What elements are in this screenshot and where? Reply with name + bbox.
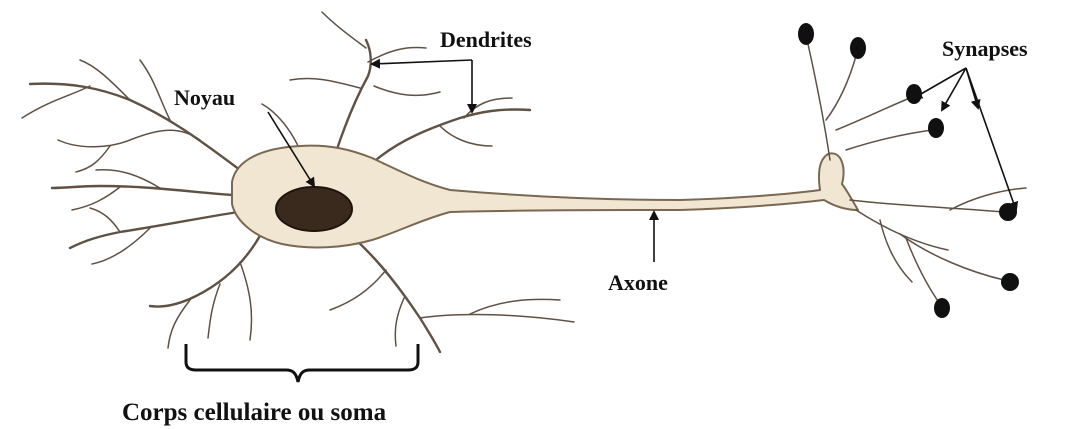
axone-label: Axone	[608, 270, 668, 295]
dendrite-branch	[168, 300, 190, 348]
dendrite-branch	[22, 86, 90, 118]
dendrite-branch	[368, 48, 426, 62]
dendrite-branch	[52, 186, 232, 195]
dendrite-branch	[376, 109, 530, 160]
dendrite-branch	[322, 12, 366, 48]
synaptic-knob	[850, 37, 866, 59]
dendrite-branch	[72, 187, 120, 210]
terminal-branch	[850, 200, 1004, 212]
dendrite-branch	[262, 104, 300, 150]
nucleus	[276, 187, 352, 231]
dendrite-branch	[470, 299, 560, 314]
dendrite-branch	[440, 126, 492, 146]
synaptic-knob	[798, 23, 814, 45]
dendrite-branch	[356, 240, 440, 352]
terminal-branch	[808, 44, 830, 160]
dendrite-branch	[330, 270, 386, 310]
terminal-branch	[846, 130, 932, 150]
dendrite-branch	[76, 146, 110, 172]
noyau-label: Noyau	[174, 85, 235, 110]
synaptic-knob	[928, 118, 944, 138]
synaptic-knob	[934, 298, 950, 318]
terminal-branch	[836, 98, 910, 130]
dendrite-branch	[420, 315, 574, 322]
dendrite-branch	[70, 212, 238, 248]
dendrites-label: Dendrites	[440, 27, 532, 52]
terminal-branch	[856, 210, 948, 250]
dendrite-branch	[150, 232, 262, 307]
dendrite-branch	[336, 40, 371, 152]
dendrite-branch	[240, 262, 252, 340]
terminal-branch	[826, 56, 856, 120]
dendrites-bracket-arrow	[372, 60, 472, 64]
soma-brace	[186, 344, 418, 382]
dendrite-branch	[140, 60, 170, 120]
dendrite-branch	[208, 284, 220, 338]
dendrite-branch	[395, 298, 404, 346]
dendrite-branch	[80, 60, 130, 100]
synapses-label: Synapses	[942, 36, 1028, 61]
dendrite-branch	[290, 78, 360, 88]
dendrite-branch	[58, 130, 200, 147]
synaptic-knob	[1001, 273, 1019, 291]
dendrite-branch	[90, 208, 120, 232]
soma-label: Corps cellulaire ou soma	[122, 399, 387, 426]
terminal-branch	[880, 220, 912, 282]
synapses-arrow	[966, 68, 1016, 210]
dendrite-branch	[92, 228, 150, 264]
dendrite-branch	[374, 86, 440, 95]
